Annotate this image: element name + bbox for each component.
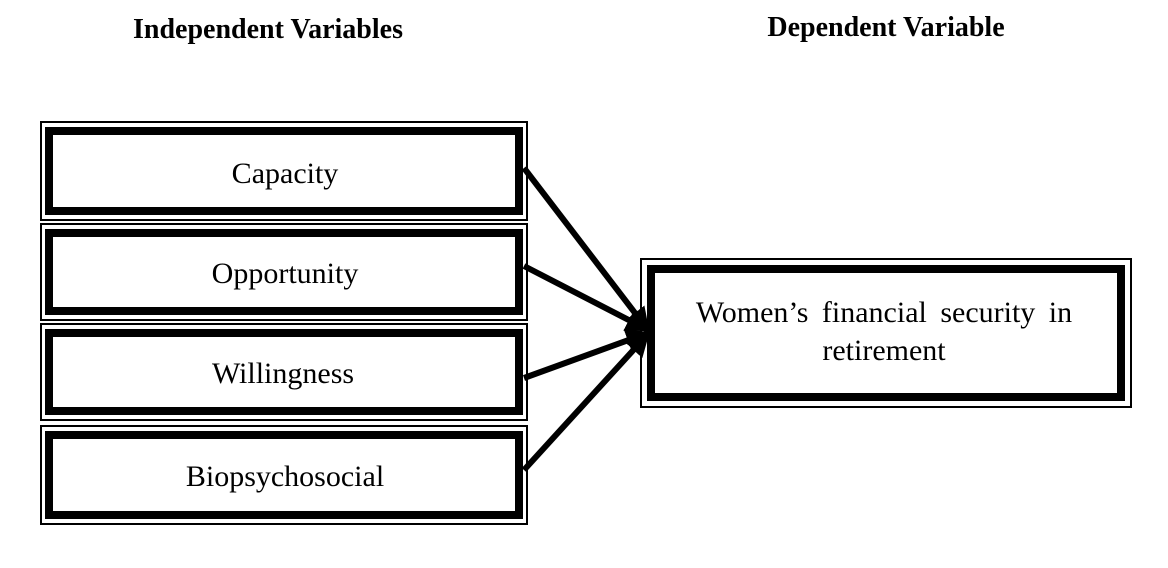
arrow-biopsychosocial xyxy=(521,331,651,473)
arrow-opportunity xyxy=(522,263,651,333)
dependent-variable-label: Women’s financial security in retirement xyxy=(695,296,1073,367)
box-opportunity xyxy=(40,223,528,321)
opportunity-label: Opportunity xyxy=(211,257,359,290)
box-willingness xyxy=(40,323,528,421)
arrow-capacity xyxy=(521,166,651,332)
willingness-label: Willingness xyxy=(211,357,355,390)
independent-variables-heading: Independent Variables xyxy=(133,14,403,45)
box-biopsychosocial xyxy=(40,425,528,525)
capacity-label: Capacity xyxy=(231,157,339,190)
biopsychosocial-label: Biopsychosocial xyxy=(185,460,385,493)
dependent-variable-heading: Dependent Variable xyxy=(767,12,1005,43)
